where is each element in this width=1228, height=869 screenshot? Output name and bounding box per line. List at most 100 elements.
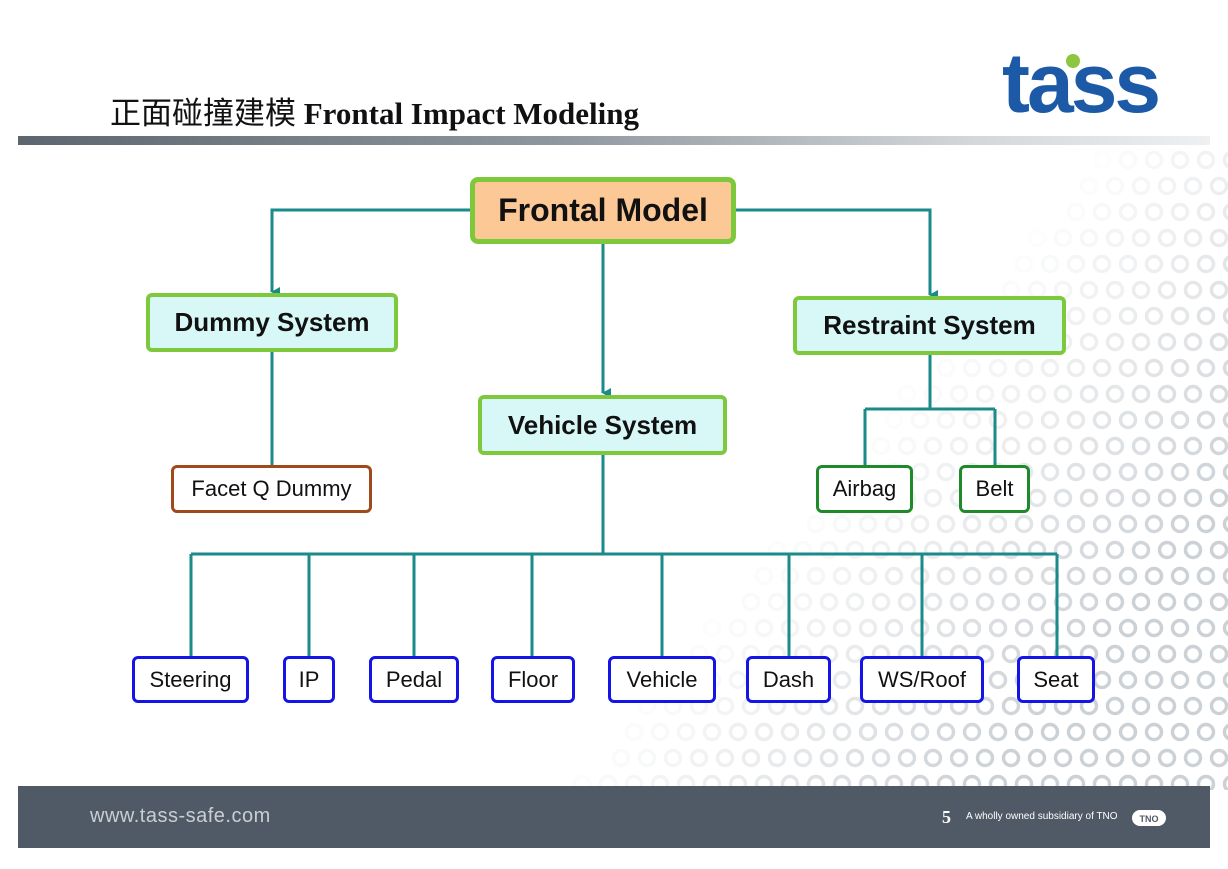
decor-circle (1222, 307, 1228, 325)
decor-circle (962, 410, 982, 430)
decor-circle (962, 566, 982, 586)
node-restraint-system: Restraint System (793, 296, 1066, 355)
connector-root-restraint (734, 208, 938, 300)
decor-circle (949, 384, 969, 404)
decor-circle (1079, 280, 1099, 300)
decor-circle (1092, 358, 1112, 378)
subsidiary-note: A wholly owned subsidiary of TNO (966, 811, 1118, 822)
decor-circle (1131, 540, 1151, 560)
decor-circle (962, 618, 982, 638)
decor-circle (1209, 488, 1228, 508)
decor-circle (780, 722, 800, 742)
decor-circle (845, 592, 865, 612)
decor-circle (1014, 410, 1034, 430)
decor-circle (1053, 384, 1073, 404)
decor-circle (1105, 332, 1125, 352)
decor-circle (871, 436, 891, 456)
decor-circle (624, 722, 644, 742)
decor-circle (858, 722, 878, 742)
decor-circle (806, 618, 826, 638)
decor-circle (1222, 411, 1228, 429)
decor-circle (1001, 540, 1021, 560)
decor-circle (949, 748, 969, 768)
node-frontal-model: Frontal Model (470, 177, 736, 244)
decor-circle (1196, 462, 1216, 482)
decor-circle (1144, 358, 1164, 378)
decor-circle (910, 774, 930, 790)
decor-circle (1105, 488, 1125, 508)
decor-circle (1222, 255, 1228, 273)
decor-circle (572, 774, 592, 790)
decor-circle (663, 748, 683, 768)
decor-circle (1066, 618, 1086, 638)
decor-circle (988, 670, 1008, 690)
decor-circle (1222, 463, 1228, 481)
decor-circle (1118, 774, 1138, 790)
decor-circle (1196, 774, 1216, 790)
decor-circle (910, 514, 930, 534)
decor-circle (858, 618, 878, 638)
decor-circle (1183, 488, 1203, 508)
decor-circle (884, 722, 904, 742)
decor-circle (897, 592, 917, 612)
decor-circle (962, 514, 982, 534)
decor-circle (936, 722, 956, 742)
decor-circle (1066, 774, 1086, 790)
decor-circle (1183, 280, 1203, 300)
decor-circle (949, 540, 969, 560)
decor-circle (832, 670, 852, 690)
decor-circle (832, 514, 852, 534)
decor-circle (975, 384, 995, 404)
decor-circle (1222, 359, 1228, 377)
decor-circle (1209, 748, 1228, 768)
decor-circle (1105, 176, 1125, 196)
decor-circle (1079, 540, 1099, 560)
decor-circle (1222, 567, 1228, 585)
decor-circle (1157, 644, 1177, 664)
decor-circle (1170, 514, 1190, 534)
decor-circle (1001, 696, 1021, 716)
decor-circle (1196, 722, 1216, 742)
decor-circle (845, 696, 865, 716)
decor-circle (1027, 592, 1047, 612)
decor-circle (702, 722, 722, 742)
decor-circle (1014, 358, 1034, 378)
decor-circle (1183, 384, 1203, 404)
decor-circle (650, 722, 670, 742)
decor-circle (741, 748, 761, 768)
decor-circle (1196, 410, 1216, 430)
decor-circle (1118, 306, 1138, 326)
decor-circle (754, 774, 774, 790)
connector-vehicle-drops (189, 554, 1059, 657)
decor-circle (936, 774, 956, 790)
decor-circle (936, 618, 956, 638)
decor-circle (871, 540, 891, 560)
decor-circle (728, 722, 748, 742)
decor-circle (1209, 280, 1228, 300)
decor-circle (806, 722, 826, 742)
decor-circle (949, 436, 969, 456)
decor-circle (1196, 358, 1216, 378)
decor-circle (884, 410, 904, 430)
decor-circle (1131, 280, 1151, 300)
decor-circle (936, 462, 956, 482)
decor-circle (845, 644, 865, 664)
decor-circle (715, 748, 735, 768)
decor-circle (1144, 514, 1164, 534)
decor-circle (1118, 722, 1138, 742)
decor-circle (988, 774, 1008, 790)
title-divider (18, 136, 1210, 145)
decor-circle (1157, 280, 1177, 300)
decor-circle (767, 540, 787, 560)
node-seat: Seat (1017, 656, 1095, 703)
decor-circle (1066, 722, 1086, 742)
decor-circle (988, 514, 1008, 534)
title-chinese: 正面碰撞建模 (110, 96, 296, 131)
node-vehicle: Vehicle (608, 656, 716, 703)
decor-circle (1014, 618, 1034, 638)
decor-circle (962, 722, 982, 742)
decor-circle (1144, 722, 1164, 742)
decor-circle (1118, 150, 1138, 170)
decor-circle (806, 566, 826, 586)
decor-circle (1027, 384, 1047, 404)
